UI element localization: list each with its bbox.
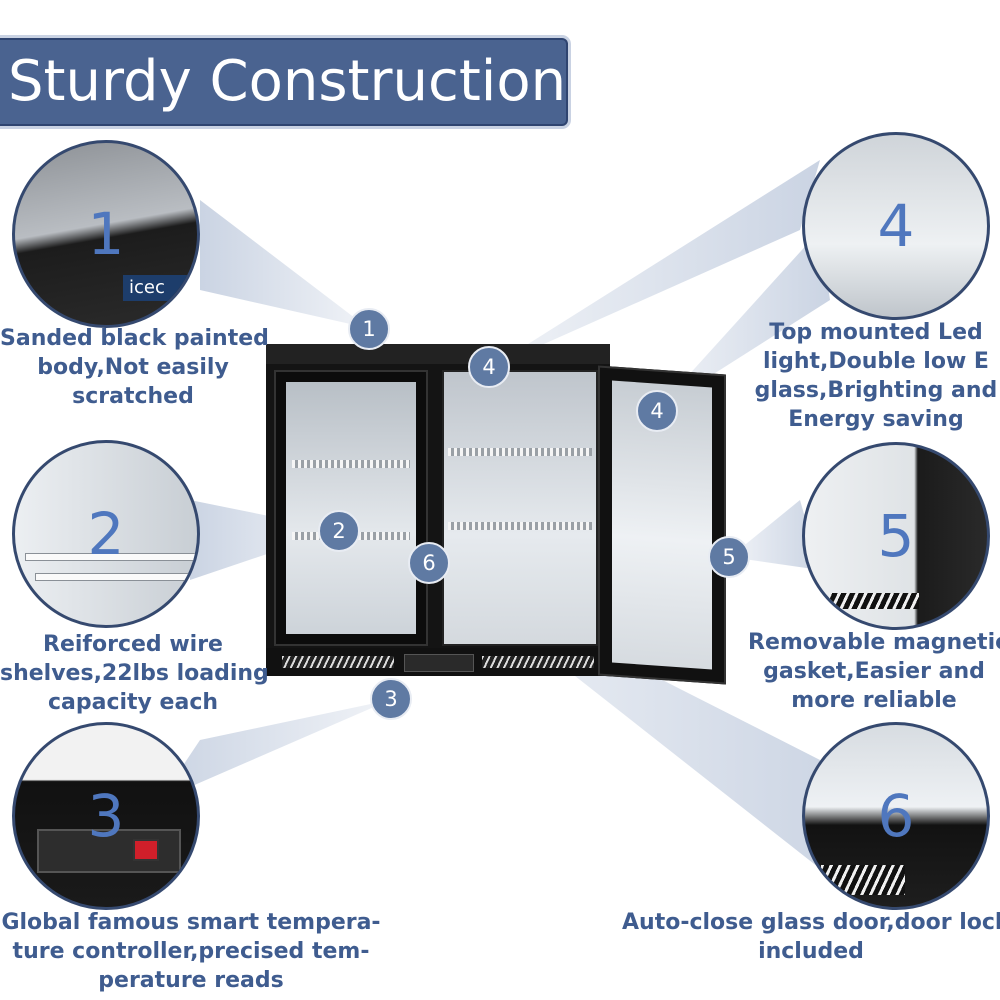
vent-grille <box>821 865 905 895</box>
brand-label: icec <box>123 275 197 301</box>
marker-5: 5 <box>708 536 750 578</box>
marker-4-door: 4 <box>636 390 678 432</box>
wire-shelf <box>35 573 197 581</box>
caption-3-line: Global famous smart tempera- <box>1 910 381 935</box>
caption-5: Removable magnetic gasket,Easier and mor… <box>748 628 1000 715</box>
vent-grille <box>829 593 919 609</box>
open-interior <box>442 370 598 646</box>
detail-circle-4: 4 <box>802 132 990 320</box>
marker-1: 1 <box>348 308 390 350</box>
beam-5 <box>730 500 820 570</box>
caption-6-line: included <box>758 939 864 964</box>
caption-2-line: shelves,22lbs loading <box>0 661 269 686</box>
detail-circle-2: 2 <box>12 440 200 628</box>
shelf <box>448 522 592 530</box>
caption-3: Global famous smart tempera- ture contro… <box>0 908 382 995</box>
back-bar-fridge-image <box>266 344 610 676</box>
beam-2 <box>190 500 338 580</box>
caption-2-line: capacity each <box>47 690 219 715</box>
vent-grille <box>282 656 394 668</box>
caption-1-line: body,Not easily <box>37 355 229 380</box>
caption-4-line: Energy saving <box>788 407 964 432</box>
detail-number-5: 5 <box>877 502 915 570</box>
caption-4: Top mounted Led light,Double low E glass… <box>752 318 1000 434</box>
caption-4-line: light,Double low E <box>763 349 989 374</box>
detail-number-6: 6 <box>877 782 915 850</box>
caption-1-line: Sanded black painted <box>0 326 269 351</box>
caption-3-line: ture controller,precised tem- <box>12 939 370 964</box>
vent-grille <box>482 656 594 668</box>
temperature-controller <box>404 654 474 672</box>
caption-5-line: Removable magnetic <box>748 630 1000 655</box>
beam-1 <box>200 200 368 328</box>
marker-3: 3 <box>370 678 412 720</box>
detail-number-3: 3 <box>87 782 125 850</box>
caption-4-line: Top mounted Led <box>769 320 983 345</box>
caption-3-line: perature reads <box>98 968 284 993</box>
marker-2: 2 <box>318 510 360 552</box>
page-title: Sturdy Construction: <box>8 49 585 114</box>
detail-circle-5: 5 <box>802 442 990 630</box>
caption-5-line: more reliable <box>791 688 957 713</box>
detail-number-4: 4 <box>877 192 915 260</box>
caption-6: Auto-close glass door,door lock included <box>622 908 1000 966</box>
detail-number-2: 2 <box>87 500 125 568</box>
detail-circle-6: 6 <box>802 722 990 910</box>
detail-number-1: 1 <box>87 200 125 268</box>
fridge-base <box>266 648 610 676</box>
detail-circle-1: icec 1 <box>12 140 200 328</box>
caption-2: Reiforced wire shelves,22lbs loading cap… <box>0 630 269 717</box>
detail-circle-3: 3 <box>12 722 200 910</box>
beam-4b <box>657 230 830 410</box>
left-glass-door <box>274 370 428 646</box>
caption-1-line: scratched <box>72 384 194 409</box>
caption-1: Sanded black painted body,Not easily scr… <box>0 324 269 411</box>
marker-4-top: 4 <box>468 346 510 388</box>
shelf <box>292 460 410 468</box>
fridge-top <box>266 344 610 364</box>
caption-4-line: glass,Brighting and <box>754 378 998 403</box>
wire-shelf <box>25 553 197 561</box>
beam-3 <box>160 700 390 800</box>
caption-2-line: Reiforced wire <box>43 632 223 657</box>
power-switch-icon <box>133 839 159 861</box>
marker-6: 6 <box>408 542 450 584</box>
title-banner: Sturdy Construction: <box>0 38 585 126</box>
caption-5-line: gasket,Easier and <box>763 659 985 684</box>
beam-4a <box>490 160 820 368</box>
left-door-glass <box>286 382 416 634</box>
caption-6-line: Auto-close glass door,door lock <box>622 910 1000 935</box>
shelf <box>448 448 592 456</box>
